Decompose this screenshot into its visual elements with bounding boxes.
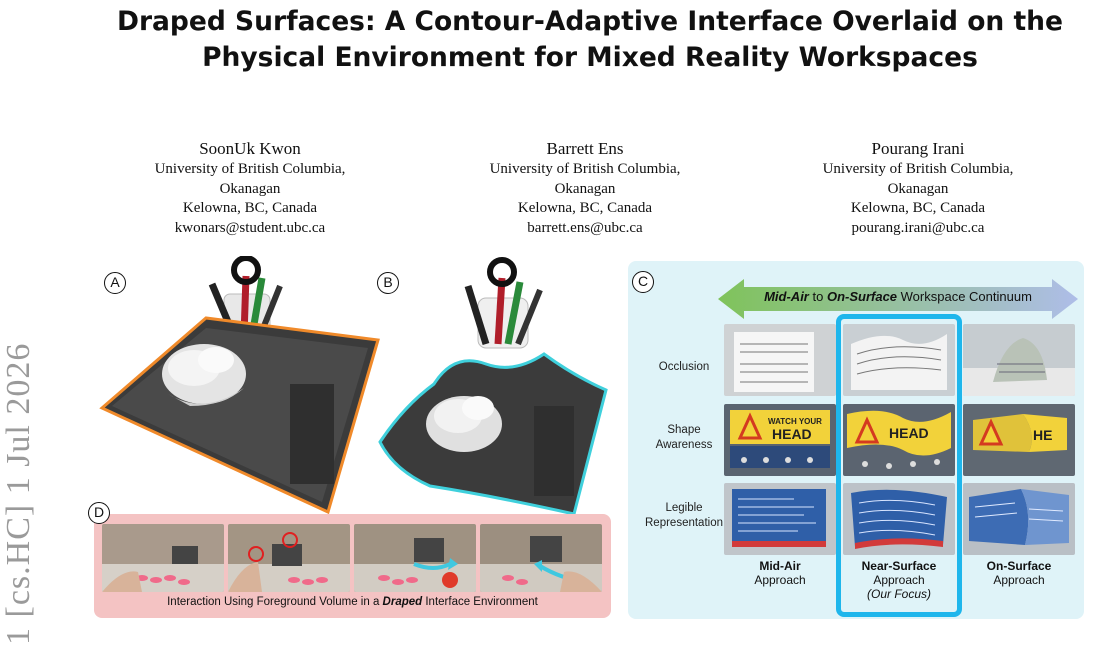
author-block: SoonUk Kwon University of British Columb… bbox=[100, 138, 1080, 236]
teaser-figure: A B bbox=[88, 256, 1086, 622]
author-3: Pourang Irani University of British Colu… bbox=[768, 138, 1068, 238]
author-location: Kelowna, BC, Canada bbox=[517, 200, 653, 216]
panel-c: C Mid-Air to On-Surface Workspace Contin… bbox=[628, 261, 1084, 619]
focus-highlight-box bbox=[836, 314, 962, 617]
col-label-note: (Our Focus) bbox=[866, 587, 931, 601]
author-location: Kelowna, BC, Canada bbox=[182, 200, 318, 216]
panel-c-badge: C bbox=[632, 271, 654, 293]
pen-holder-icon bbox=[464, 257, 543, 349]
sign-text-line-2: HEAD bbox=[772, 426, 812, 442]
panel-b-badge: B bbox=[377, 272, 399, 294]
double-arrow-icon bbox=[718, 279, 1078, 319]
continuum-label: Mid-Air to On-Surface Workspace Continuu… bbox=[758, 289, 1038, 304]
author-email: kwonars@student.ubc.ca bbox=[174, 219, 326, 236]
author-email: barrett.ens@ubc.ca bbox=[527, 219, 643, 236]
thumb-occlusion-on-surface bbox=[963, 324, 1075, 396]
author-affiliation: Okanagan bbox=[887, 180, 949, 197]
arxiv-stamp-text: 1 [cs.HC] 1 Jul 2026 bbox=[4, 342, 37, 645]
author-email: pourang.irani@ubc.ca bbox=[851, 219, 985, 236]
panel-d-caption: Interaction Using Foreground Volume in a… bbox=[94, 596, 611, 608]
continuum-rest: Workspace Continuum bbox=[897, 289, 1032, 304]
author-affiliation: Okanagan bbox=[554, 180, 616, 197]
row-label-text: Shape bbox=[667, 424, 701, 436]
caption-post: Interface Environment bbox=[422, 596, 538, 608]
author-name: Barrett Ens bbox=[546, 139, 624, 158]
col-label-mid-air: Mid-Air Approach bbox=[724, 559, 836, 587]
col-label-on-surface: On-Surface Approach bbox=[963, 559, 1075, 587]
author-location: Kelowna, BC, Canada bbox=[850, 200, 986, 216]
row-label-text: Legible bbox=[665, 502, 703, 514]
interaction-photo-4 bbox=[480, 524, 602, 592]
panel-d-badge: D bbox=[88, 502, 110, 524]
panel-d: D bbox=[88, 502, 611, 618]
title-line-1: Draped Surfaces: A Contour-Adaptive Inte… bbox=[116, 6, 1064, 37]
author-affiliation: University of British Columbia, bbox=[489, 161, 681, 177]
row-label-legible: Legible Representation bbox=[634, 501, 734, 531]
author-affiliation: Okanagan bbox=[219, 180, 281, 197]
col-label-sub: Approach bbox=[993, 573, 1045, 587]
author-1: SoonUk Kwon University of British Columb… bbox=[100, 138, 400, 238]
col-label-sub: Approach bbox=[754, 573, 806, 587]
panel-b-illustration bbox=[378, 257, 608, 516]
sign-text-line-1: WATCH YOUR bbox=[768, 417, 822, 426]
row-label-occlusion: Occlusion bbox=[634, 360, 734, 375]
author-2: Barrett Ens University of British Columb… bbox=[435, 138, 735, 238]
rose-model-icon bbox=[162, 344, 246, 406]
caption-pre: Interaction Using Foreground Volume in a bbox=[167, 596, 383, 608]
panel-a-illustration bbox=[99, 256, 380, 515]
paper-title: Draped Surfaces: A Contour-Adaptive Inte… bbox=[100, 4, 1080, 76]
thumb-shape-near-surface: HEAD bbox=[843, 404, 955, 476]
row-label-text: Representation bbox=[645, 517, 723, 529]
thumb-occlusion-near-surface bbox=[843, 324, 955, 396]
thumb-legible-on-surface bbox=[963, 483, 1075, 555]
rose-model-icon bbox=[426, 396, 502, 452]
continuum-start: Mid-Air bbox=[764, 289, 809, 304]
author-name: SoonUk Kwon bbox=[199, 139, 301, 158]
thumb-shape-on-surface: HE bbox=[963, 404, 1075, 476]
author-affiliation: University of British Columbia, bbox=[822, 161, 1014, 177]
panel-a-badge: A bbox=[104, 272, 126, 294]
continuum-arrow: Mid-Air to On-Surface Workspace Continuu… bbox=[718, 279, 1078, 319]
thumb-legible-mid-air bbox=[724, 483, 836, 555]
thumb-legible-near-surface bbox=[843, 483, 955, 555]
author-affiliation: University of British Columbia, bbox=[154, 161, 346, 177]
svg-text:HE: HE bbox=[1033, 427, 1052, 443]
caption-emph: Draped bbox=[382, 596, 423, 608]
row-label-shape-awareness: Shape Awareness bbox=[634, 423, 734, 453]
author-name: Pourang Irani bbox=[871, 139, 965, 158]
col-label-sub: Approach bbox=[873, 573, 925, 587]
title-line-2: Physical Environment for Mixed Reality W… bbox=[202, 42, 978, 73]
col-label-near-surface: Near-Surface Approach (Our Focus) bbox=[843, 559, 955, 601]
properties-panel bbox=[290, 384, 334, 484]
thumb-occlusion-mid-air bbox=[724, 324, 836, 396]
col-label-title: On-Surface bbox=[986, 559, 1052, 573]
col-label-title: Mid-Air bbox=[759, 559, 801, 573]
row-label-text: Awareness bbox=[655, 439, 713, 451]
svg-text:HEAD: HEAD bbox=[889, 425, 929, 441]
continuum-end: On-Surface bbox=[826, 289, 898, 304]
interaction-photo-1 bbox=[102, 524, 224, 592]
row-label-text: Occlusion bbox=[658, 361, 710, 373]
properties-panel bbox=[534, 406, 574, 496]
thumb-shape-mid-air: WATCH YOUR HEAD bbox=[724, 404, 836, 476]
arxiv-stamp: 1 [cs.HC] 1 Jul 2026 bbox=[4, 300, 44, 645]
col-label-title: Near-Surface bbox=[861, 559, 937, 573]
continuum-middle: to bbox=[808, 289, 827, 304]
interaction-photo-2 bbox=[228, 524, 350, 592]
interaction-photo-3 bbox=[354, 524, 476, 592]
